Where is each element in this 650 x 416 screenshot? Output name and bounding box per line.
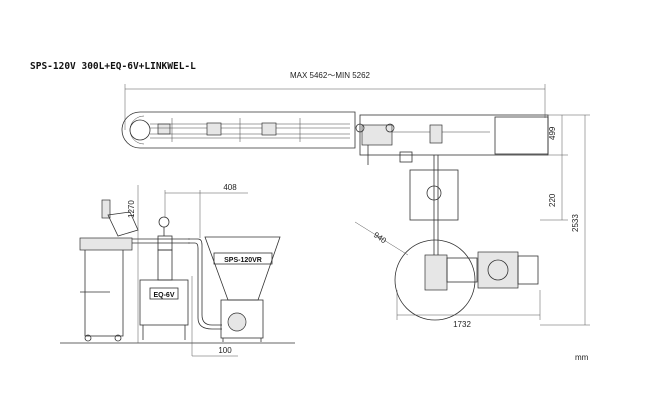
side-view: EQ-6V SPS-120VR (60, 199, 295, 344)
drawing-title: SPS-120V 300L+EQ-6V+LINKWEL-L (30, 61, 196, 72)
svg-text:220: 220 (548, 193, 557, 207)
swing-unit: 940 1732 (354, 155, 541, 329)
unit-label: mm (575, 353, 589, 362)
svg-text:2533: 2533 (571, 214, 580, 232)
svg-text:499: 499 (548, 126, 557, 140)
overall-length-dimension: MAX 5462～MIN 5262 (124, 71, 546, 130)
height-dimensions: 499 220 2533 (540, 114, 590, 326)
side-view-dimensions: 408 1270 100 (127, 183, 248, 357)
svg-text:1270: 1270 (127, 200, 136, 218)
svg-text:1732: 1732 (453, 320, 471, 329)
conveyor-top-view (121, 111, 549, 165)
hopper-label: SPS-120VR (224, 257, 262, 264)
svg-text:408: 408 (223, 183, 237, 192)
svg-text:100: 100 (218, 346, 232, 355)
svg-text:940: 940 (372, 230, 389, 245)
equalizer-label: EQ-6V (153, 292, 174, 299)
svg-text:MAX 5462～MIN 5262: MAX 5462～MIN 5262 (290, 71, 371, 80)
